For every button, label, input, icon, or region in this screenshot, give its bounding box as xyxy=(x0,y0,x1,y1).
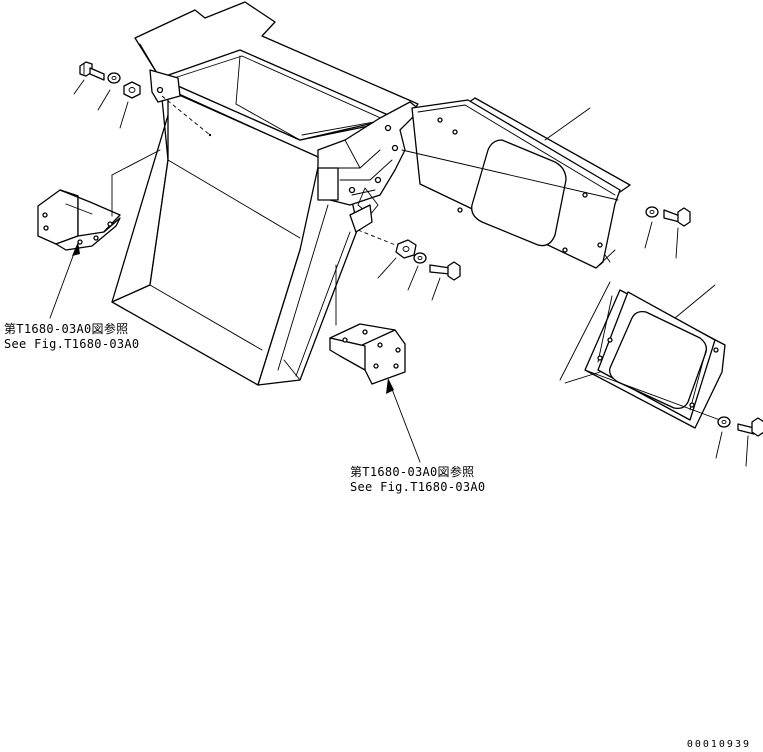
bolt-center xyxy=(429,261,461,281)
reference-center-en: See Fig.T1680-03A0 xyxy=(350,480,486,494)
document-number: 00010939 xyxy=(686,739,751,750)
bolt-upper-right xyxy=(663,207,691,227)
reference-center-jp: 第T1680-03A0図参照 xyxy=(350,465,475,479)
cover-plate-lower xyxy=(584,289,726,429)
nut-center xyxy=(395,239,417,259)
reference-left-jp: 第T1680-03A0図参照 xyxy=(4,322,129,336)
cover-plate-upper xyxy=(411,97,631,269)
bolt-top-left xyxy=(79,61,105,81)
left-mount-bracket xyxy=(37,189,121,251)
washer-upper-right xyxy=(645,206,659,218)
center-mount-bracket xyxy=(329,323,406,385)
bolt-lower-right xyxy=(737,417,763,437)
washer-top-left xyxy=(107,72,121,84)
reference-left-en: See Fig.T1680-03A0 xyxy=(4,337,140,351)
reference-note-center: 第T1680-03A0図参照 See Fig.T1680-03A0 xyxy=(350,465,485,495)
reference-note-left: 第T1680-03A0図参照 See Fig.T1680-03A0 xyxy=(4,322,139,352)
washer-lower-right xyxy=(717,416,731,428)
hood-assembly xyxy=(111,1,421,386)
nut-top-left xyxy=(123,81,141,99)
washer-center xyxy=(413,252,427,264)
